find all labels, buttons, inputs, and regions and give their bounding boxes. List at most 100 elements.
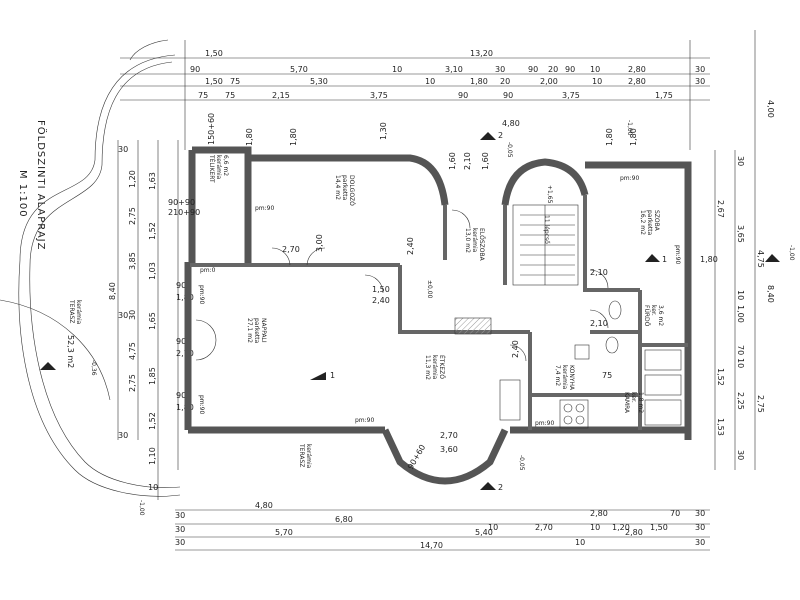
- top-dimension-texts: 1,50 13,20 90 5,70 10 3,10 30 90 20 90 1…: [190, 49, 705, 170]
- opening-label-5: 3,00: [315, 234, 324, 252]
- dim-bottom-11: 1,20: [612, 523, 630, 532]
- dim-left-6: 1,63: [148, 172, 157, 190]
- room-eloszoba: ELŐSZOBA kerámia 13,0 m2: [464, 228, 485, 262]
- dim-left-8: 1,03: [148, 262, 157, 280]
- room-area: 27,1 m2: [246, 318, 253, 343]
- dim-small-5: 1,80: [605, 128, 614, 146]
- section-markers: 1 1 2 2: [40, 131, 780, 492]
- dim-top-28: 90: [458, 91, 468, 100]
- dim-left-12: 1,52: [148, 412, 157, 430]
- level-markers: ±0,00 -0,05 -0,36 -1,00 +1,65 -1,00 -1,0…: [90, 120, 795, 516]
- dim-right-9: 1,00: [736, 305, 745, 323]
- opening-label-1: 90+90: [168, 198, 195, 207]
- dim-top-8: 90: [528, 65, 538, 74]
- section-marker-4: 2: [498, 483, 503, 492]
- terrace-name: TERASZ: [298, 443, 305, 467]
- dim-top-10: 90: [565, 65, 575, 74]
- opening-label-7: 2,40: [406, 237, 415, 255]
- dim-right-3: 2,67: [716, 200, 725, 218]
- dim-top-18: 1,80: [470, 77, 488, 86]
- room-name: ELŐSZOBA: [478, 228, 485, 262]
- stairs-label: 11 lépcső: [543, 215, 550, 244]
- dim-top-21: 10: [592, 77, 602, 86]
- dim-right-4: 3,65: [736, 225, 745, 243]
- dim-top-13: 30: [695, 65, 705, 74]
- room-name: TÉLIKERT: [208, 154, 216, 183]
- dim-bottom-15: 5,70: [275, 528, 293, 537]
- dim-top-20: 2,00: [540, 77, 558, 86]
- room-furdo: FÜRDŐ ker. 3,6 m2: [643, 305, 664, 327]
- dim-right-15: 2,75: [756, 395, 765, 413]
- dim-top-11: 10: [590, 65, 600, 74]
- bottom-dimension-texts: 30 4,80 2,80 70 30 30 6,80 10 2,70 10 1,…: [175, 501, 705, 550]
- dim-left-1: 1,20: [128, 170, 137, 188]
- dim-right-6: 8,40: [766, 285, 775, 303]
- dim-left-19: 90: [176, 337, 186, 346]
- dim-bottom-12: 1,50: [650, 523, 668, 532]
- dim-top-19: 20: [500, 77, 510, 86]
- dim-top-27: 3,75: [370, 91, 388, 100]
- level-marker-4: -1,00: [626, 120, 633, 136]
- dim-left-23: 30: [118, 431, 128, 440]
- room-name: NAPPALI: [260, 318, 267, 343]
- dim-top-12: 2,80: [628, 65, 646, 74]
- room-area: 13,0 m2: [464, 228, 471, 253]
- room-name: KONYHA: [568, 365, 575, 391]
- bottom-dimension-lines: [175, 509, 710, 551]
- dim-bottom-6: 30: [175, 525, 185, 534]
- dim-top-7: 30: [495, 65, 505, 74]
- room-area: 16,2 m2: [639, 210, 646, 235]
- opening-labels: 90+90 210+90 150+60 90+60 3,00 2,70 2,40…: [168, 113, 612, 471]
- section-arrow-2: [645, 254, 660, 262]
- room-area: 11,3 m2: [424, 355, 431, 380]
- dim-bottom-10: 10: [590, 523, 600, 532]
- dim-top-14: 1,50: [205, 77, 223, 86]
- chimney-block: [455, 318, 491, 334]
- dim-left-10: 4,75: [128, 342, 137, 360]
- room-area: 1,8 m2: [637, 392, 644, 413]
- dim-right-7: 1,80: [700, 255, 718, 264]
- opening-label-6: 2,70: [282, 245, 300, 254]
- room-nappali: NAPPALI parketta 27,1 m2: [246, 318, 267, 344]
- dim-right-1: 4,00: [766, 100, 775, 118]
- dim-bottom-7: 6,80: [335, 515, 353, 524]
- section-arrow-4: [480, 482, 496, 490]
- parapet-label-1: pm:90: [255, 205, 274, 212]
- room-area: 14,4 m2: [334, 175, 341, 200]
- level-marker-8: -0,05: [518, 455, 525, 471]
- room-name: DOLGOZÓ: [348, 175, 355, 206]
- dim-right-14: 1,53: [716, 418, 725, 436]
- section-arrow-1: [310, 372, 326, 380]
- dim-top-3: 90: [190, 65, 200, 74]
- fixtures: [499, 300, 682, 429]
- plan-title: FÖLDSZINTI ALAPRAJZ M 1:100: [17, 120, 48, 250]
- room-area: 7,4 m2: [554, 365, 561, 386]
- dim-top-26: 2,15: [272, 91, 290, 100]
- section-arrow-3: [480, 132, 496, 140]
- room-floor: kerámia: [215, 155, 222, 180]
- left-terrace-curves: [0, 39, 181, 497]
- dim-top-15: 75: [230, 77, 240, 86]
- parapet-label-2: pm:90: [620, 175, 639, 182]
- room-floor: kerámia: [431, 355, 438, 380]
- room-name: FÜRDŐ: [643, 305, 650, 327]
- dim-left-14: 2,75: [128, 374, 137, 392]
- dim-bottom-3: 2,80: [590, 509, 608, 518]
- section-marker-2: 1: [662, 255, 667, 264]
- level-marker-6: -1,00: [788, 245, 795, 261]
- outside-area-label: 52,3 m2: [66, 335, 75, 368]
- dim-small-3: 1,30: [379, 122, 388, 140]
- opening-label-14: 3,60: [440, 445, 458, 454]
- staircase: 11 lépcső: [512, 204, 579, 286]
- dim-bottom-8: 10: [488, 523, 498, 532]
- dim-left-13: 1,10: [148, 447, 157, 465]
- level-marker-5: +1,65: [546, 185, 553, 204]
- dim-small-2: 1,80: [289, 128, 298, 146]
- plan-title-text: FÖLDSZINTI ALAPRAJZ: [35, 120, 48, 250]
- dim-small-8: 2,10: [463, 152, 472, 170]
- room-szoba: SZOBA parketta 16,2 m2: [639, 210, 660, 236]
- room-name: KAMRA: [623, 392, 630, 414]
- room-etkezo: ÉTKEZŐ kerámia 11,3 m2: [424, 355, 446, 380]
- dim-right-2: 30: [736, 156, 745, 166]
